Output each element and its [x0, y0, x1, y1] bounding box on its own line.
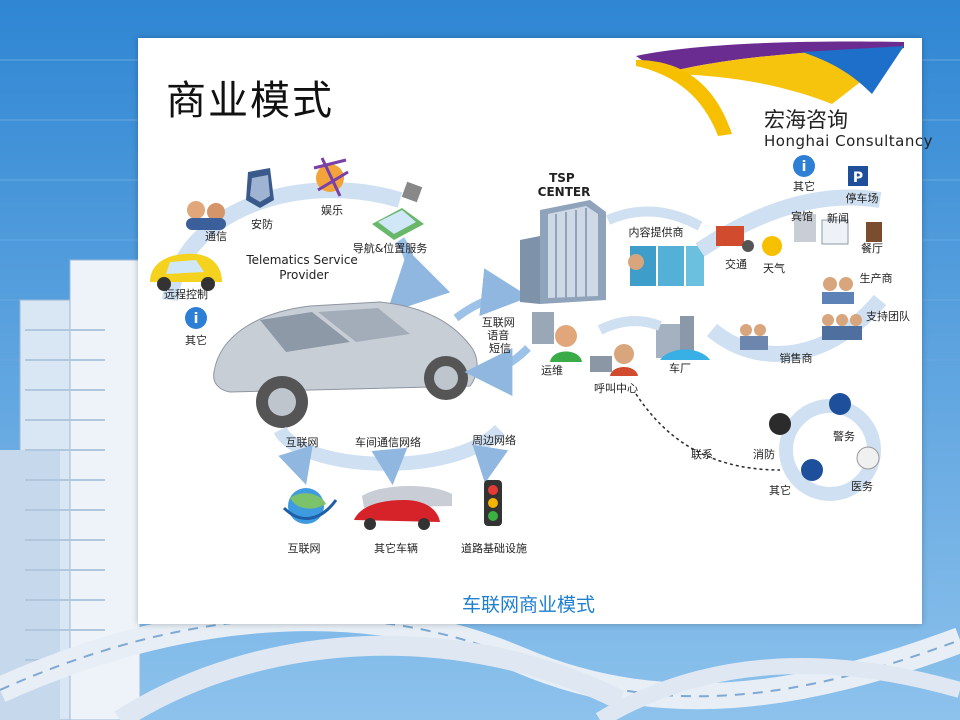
node-tongxin: 通信	[186, 201, 227, 243]
endpoint-traffic-light-icon	[484, 480, 502, 526]
endpoint-internet: 互联网	[288, 542, 321, 555]
label-hujiao: 呼叫中心	[594, 382, 638, 395]
link-dotted	[635, 393, 781, 471]
node-yiwu: 医务	[851, 446, 880, 493]
arrow-car-to-tsp	[453, 268, 530, 322]
tsp-center-line-2: CENTER	[538, 185, 591, 199]
node-shengchanshang: 生产商	[822, 271, 893, 304]
highway-decoration	[0, 605, 960, 720]
label-tingchechang: 停车场	[846, 191, 879, 205]
network-internet: 互联网	[286, 436, 319, 449]
node-yuancheng: 远程控制	[150, 253, 222, 301]
arrow-net-3	[472, 444, 509, 484]
node-jiaotong: 交通	[716, 226, 754, 271]
node-xiaoshoushang: 销售商	[740, 324, 813, 365]
tsp-arc-bottom	[597, 316, 662, 335]
node-chechang: 车厂	[656, 316, 710, 375]
label-canting: 餐厅	[861, 241, 883, 255]
node-tianqi: 天气	[762, 236, 785, 275]
slide-caption: 车联网商业模式	[462, 594, 596, 616]
label-xiaofang: 消防	[753, 447, 775, 461]
label-chechang: 车厂	[669, 361, 691, 375]
label-shengchanshang: 生产商	[860, 271, 893, 285]
arrow-tsp-to-car	[464, 345, 531, 396]
tsp-provider-line-2: Provider	[279, 268, 328, 282]
company-logo	[636, 41, 904, 136]
network-surrounding: 周边网络	[472, 433, 516, 447]
node-hujiao: 呼叫中心	[590, 344, 638, 395]
label-anfang: 安防	[251, 217, 273, 231]
label-jiaotong: 交通	[725, 257, 747, 271]
label-xiaoshoushang: 销售商	[780, 351, 813, 365]
node-yunwei: 运维	[532, 312, 582, 377]
info-icon: i	[194, 311, 199, 327]
network-v2v: 车间通信网络	[355, 435, 421, 449]
tsp-provider-line-1: Telematics Service	[245, 253, 358, 267]
label-qita-right: 其它	[793, 179, 815, 193]
label-qita-emergency: 其它	[769, 483, 791, 497]
endpoint-internet-icon	[282, 488, 338, 524]
tsp-arc-right	[605, 206, 703, 231]
logo-name-en: Honghai Consultancy	[764, 132, 933, 150]
label-yuancheng: 远程控制	[164, 287, 208, 301]
node-yule: 娱乐	[313, 157, 349, 217]
node-canting: 餐厅	[861, 222, 883, 255]
arrow-to-car	[386, 237, 451, 314]
info-icon: i	[802, 159, 807, 175]
car-illustration	[213, 301, 478, 428]
label-binguan: 宾馆	[791, 209, 813, 223]
node-qita-left: i 其它	[185, 307, 207, 347]
endpoint-road-infra: 道路基础设施	[461, 541, 527, 555]
tsp-link-line-3: 短信	[489, 341, 511, 355]
node-daohang: 导航&位置服务	[353, 181, 428, 255]
tsp-center-label: TSP CENTER	[538, 171, 591, 199]
label-neirong: 内容提供商	[629, 225, 684, 239]
tsp-center-building	[520, 200, 606, 304]
node-xinwen: 新闻	[821, 211, 849, 245]
node-tingchechang: P 停车场	[846, 166, 879, 205]
label-qita-left: 其它	[185, 333, 207, 347]
label-daohang: 导航&位置服务	[353, 241, 428, 255]
node-binguan: 宾馆	[791, 209, 816, 242]
node-neirong: 内容提供商	[628, 225, 704, 286]
label-tianqi: 天气	[763, 261, 785, 275]
label-tongxin: 通信	[205, 230, 227, 243]
node-qita-emergency: 其它	[769, 459, 823, 497]
slide-title: 商业模式	[166, 78, 334, 124]
link-label: 联系	[691, 448, 713, 461]
label-yule: 娱乐	[321, 203, 343, 217]
node-anfang: 安防	[246, 168, 274, 231]
label-yunwei: 运维	[541, 364, 563, 377]
label-xinwen: 新闻	[827, 211, 849, 225]
tsp-link-label: 互联网 语音 短信	[482, 316, 519, 355]
label-yiwu: 医务	[851, 480, 873, 493]
node-xiaofang: 消防	[753, 413, 791, 461]
node-jingwu: 警务	[829, 393, 855, 443]
tsp-link-line-2: 语音	[487, 328, 509, 342]
node-zhichituandui: 支持团队	[822, 309, 910, 340]
logo-name-cn: 宏海咨询	[764, 108, 848, 132]
endpoint-other-cars-icon	[354, 485, 452, 530]
label-jingwu: 警务	[833, 429, 855, 443]
endpoint-other-cars: 其它车辆	[374, 541, 418, 555]
label-zhichituandui: 支持团队	[866, 309, 910, 323]
tsp-provider-label: Telematics Service Provider	[245, 253, 361, 282]
arrow-net-1	[278, 445, 313, 485]
node-qita-right: i 其它	[793, 155, 815, 193]
tsp-center-line-1: TSP	[549, 171, 575, 185]
tsp-link-line-1: 互联网	[482, 316, 515, 329]
arrow-net-2	[371, 447, 408, 486]
parking-icon: P	[853, 170, 863, 186]
